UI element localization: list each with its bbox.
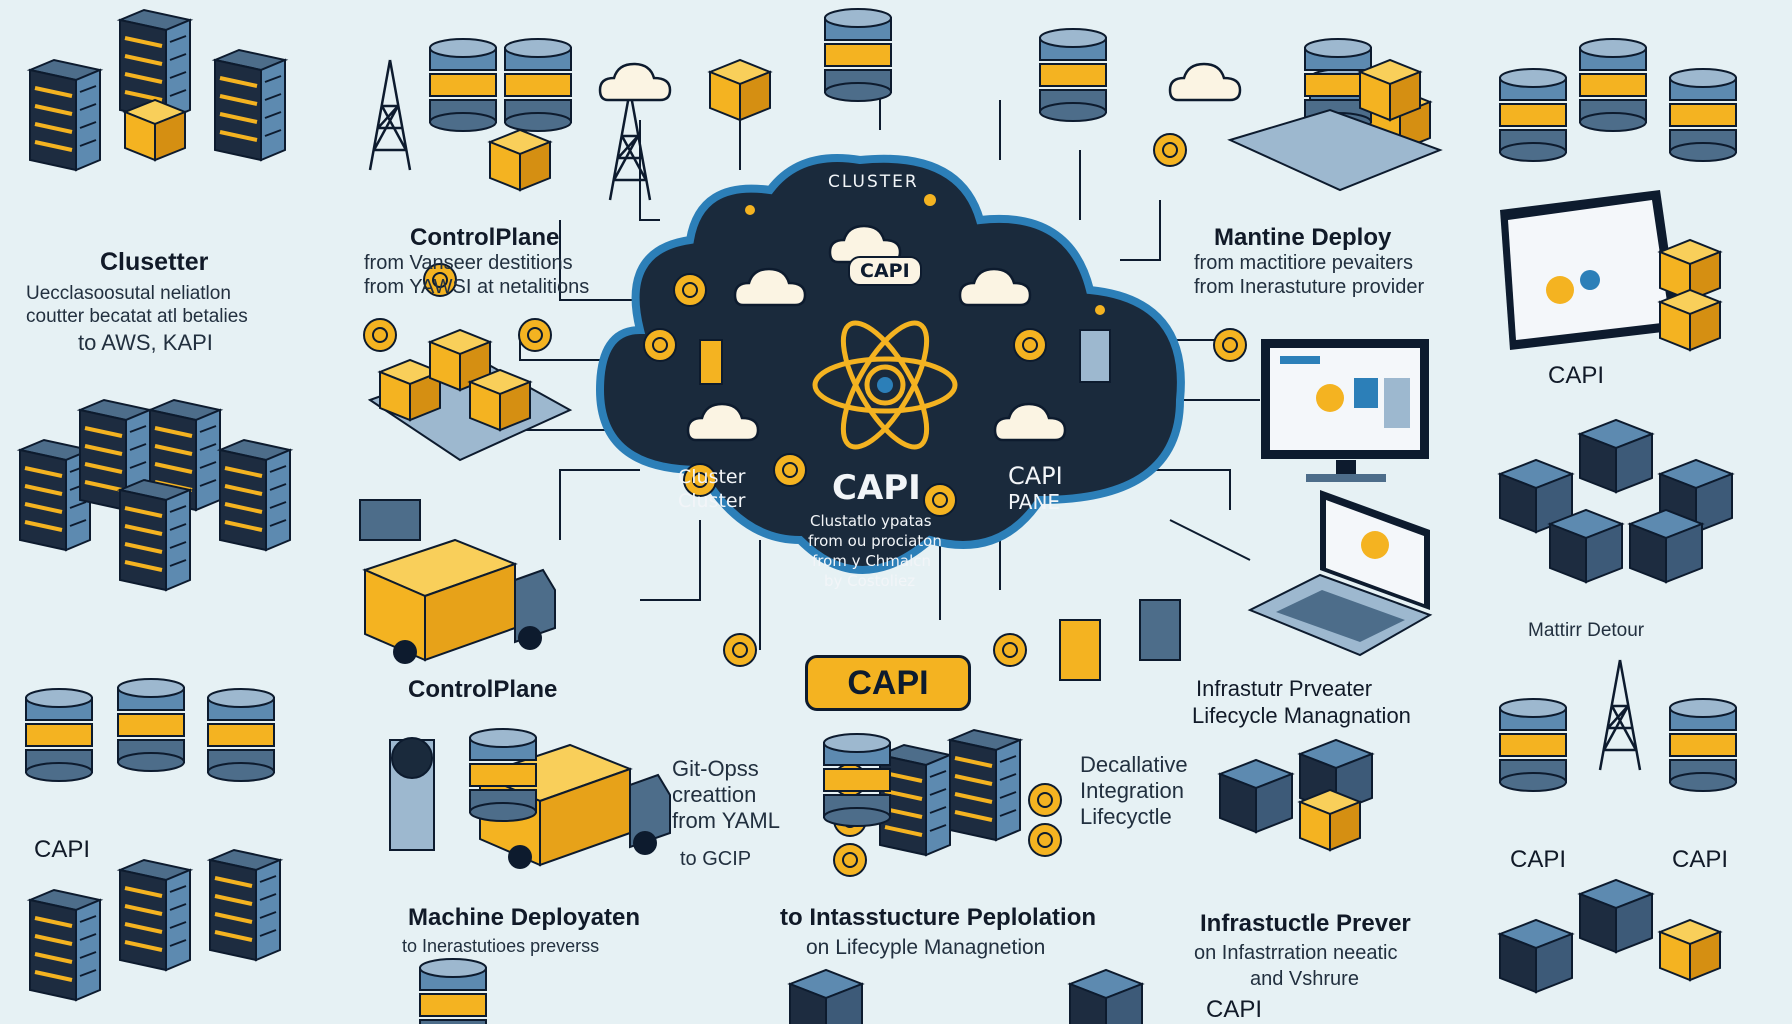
infra-deploy-desc: on Lifecyple Managnetion	[806, 936, 1046, 959]
gitops-line-2: creattion	[672, 782, 757, 807]
truck-illustration-bottom	[389, 728, 671, 870]
left-cluster-title: Clusetter	[100, 248, 209, 276]
controlplane-cubes-illustration	[363, 318, 573, 462]
right-capi-label-2: CAPI	[1510, 846, 1567, 873]
truck-illustration-top	[359, 499, 556, 665]
machine-deploy-top-desc-2: from Inerastuture provider	[1194, 276, 1425, 298]
machine-deploy-top-title: Mantine Deploy	[1214, 224, 1392, 251]
gitops-line-1: Git-Opss	[672, 756, 759, 781]
controlplane-top-desc-1: from Vanseer destitions	[364, 252, 573, 274]
cloud-small-capi: CAPI	[848, 256, 922, 286]
monitor-illustration	[1261, 339, 1429, 482]
cloud-right-label-1: CAPI	[1008, 462, 1063, 490]
atom-icon	[812, 320, 958, 450]
controlplane-top-desc-2: from YAWSI at netalitions	[364, 276, 590, 298]
machine-deploy-bottom-title: Machine Deployaten	[408, 904, 641, 931]
declarative-line-2: Integration	[1080, 778, 1184, 803]
infra-provider-title: Infrastutr Prveater	[1196, 676, 1373, 701]
machine-deploy-top-desc-1: from mactitiore pevaiters	[1194, 252, 1413, 274]
left-desc-line-1: Uecclasoosutal neliatlon	[26, 283, 231, 304]
machine-deploy-bottom-desc: to Inerastutioes preverss	[402, 936, 600, 956]
controlplane-bottom-title: ControlPlane	[408, 676, 558, 703]
machine-deploy-top-illustration	[1227, 38, 1443, 192]
right-deploy-label: Mattirr Detour	[1528, 620, 1645, 641]
left-capi-label: CAPI	[34, 836, 91, 863]
right-capi-label-3: CAPI	[1672, 846, 1729, 873]
infra-bottom-capi: CAPI	[1206, 996, 1263, 1023]
gitops-line-3: from YAML	[672, 808, 780, 833]
infra-bottom-title: Infrastuctle Prever	[1200, 910, 1411, 937]
cloud-center-label: CAPI	[832, 468, 921, 508]
left-desc-line-3: to AWS, KAPI	[78, 330, 213, 355]
cloud-body-line-3: from y Chmalcn	[812, 552, 932, 570]
controlplane-top-title: ControlPlane	[410, 224, 560, 251]
infra-provider-subtitle: Lifecycle Managnation	[1192, 703, 1411, 728]
cloud-body-line-1: Clustatlo ypatas	[810, 512, 932, 530]
laptop-illustration	[1247, 490, 1433, 657]
cloud-body-line-4: by Costoliez	[824, 572, 916, 590]
capi-center-badge: CAPI	[805, 655, 971, 711]
cloud-left-label-2: Cluster	[678, 490, 746, 512]
right-column-illustrations	[1499, 38, 1737, 993]
middle-bottom-servers	[823, 728, 1062, 877]
infra-deploy-title: to Intasstucture Peplolation	[780, 904, 1097, 931]
decorative-icons	[419, 133, 1247, 1024]
cloud-interior-icons	[643, 194, 1111, 517]
infra-bottom-desc-2: and Vshrure	[1250, 968, 1359, 990]
cloud-top-label: CLUSTER	[828, 172, 919, 192]
cloud-body-line-2: from ou prociaton	[808, 532, 942, 550]
cloud-left-label-1: Cluster	[678, 466, 746, 488]
declarative-line-1: Decallative	[1080, 752, 1188, 777]
infrastructure-boxes-illustration	[1219, 739, 1373, 851]
right-capi-label-1: CAPI	[1548, 362, 1605, 389]
cloud-right-label-2: PANE	[1008, 490, 1061, 514]
infra-bottom-desc-1: on Infastrration neeatic	[1194, 942, 1398, 964]
gitops-line-4: to GCIP	[680, 848, 752, 870]
left-desc-line-2: coutter becatat atl betalies	[26, 306, 248, 327]
declarative-line-3: Lifecyctle	[1080, 804, 1172, 829]
